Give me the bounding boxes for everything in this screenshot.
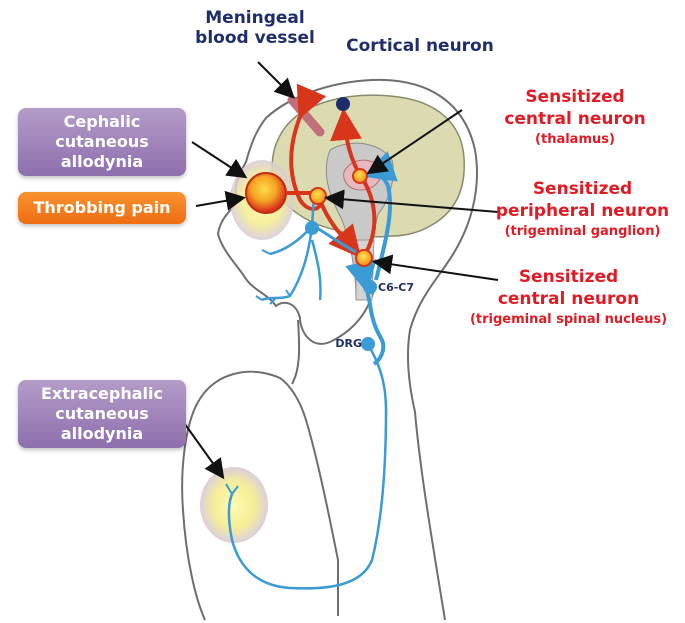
cortical-neuron-node: [336, 97, 350, 111]
drg-label: DRG: [326, 334, 362, 354]
cephalic-line2: cutaneous: [55, 132, 148, 152]
arrow-extracephalic: [182, 420, 222, 476]
c6c7-node: [363, 280, 377, 294]
peripheral-label-line2: peripheral neuron: [480, 200, 685, 222]
peripheral-label-line1: Sensitized: [480, 178, 685, 200]
trigeminal-blue-node: [305, 221, 319, 235]
spinal-label-line1: Sensitized: [452, 266, 685, 288]
arrow-cephalic: [192, 142, 244, 176]
extracephalic-line3: allodynia: [61, 424, 143, 444]
c6c7-label: C6-C7: [378, 278, 428, 298]
throbbing-pain-eye: [246, 173, 286, 213]
arrow-meningeal: [258, 62, 292, 96]
thalamus-label: Sensitized central neuron (thalamus): [470, 86, 680, 150]
peripheral-label-sub: (trigeminal ganglion): [480, 222, 685, 242]
drg-node: [361, 337, 375, 351]
thalamus-label-line2: central neuron: [470, 108, 680, 130]
cephalic-allodynia-box: Cephalic cutaneous allodynia: [18, 108, 186, 176]
thalamus-neuron-node: [353, 169, 367, 183]
throbbing-pain-box: Throbbing pain: [18, 192, 186, 224]
meningeal-label: Meningeal blood vessel: [180, 8, 330, 48]
thalamus-label-sub: (thalamus): [470, 130, 680, 150]
neck-outline: [292, 320, 299, 384]
extracephalic-line1: Extracephalic: [41, 384, 163, 404]
meningeal-label-line2: blood vessel: [180, 28, 330, 48]
extracephalic-allodynia-box: Extracephalic cutaneous allodynia: [18, 380, 186, 448]
spinal-label-sub: (trigeminal spinal nucleus): [452, 310, 685, 330]
extracephalic-line2: cutaneous: [55, 404, 148, 424]
cortical-neuron-label: Cortical neuron: [335, 36, 505, 56]
blue-pathway-face-branches: [256, 250, 290, 304]
spinal-neuron-node: [356, 250, 372, 266]
meningeal-label-line1: Meningeal: [180, 8, 330, 28]
thalamus-label-line1: Sensitized: [470, 86, 680, 108]
extracephalic-allodynia-area: [200, 467, 268, 543]
ganglion-neuron-node: [310, 188, 326, 204]
spinal-label-line2: central neuron: [452, 288, 685, 310]
cephalic-line3: allodynia: [61, 152, 143, 172]
blue-pathway-arm: [229, 344, 386, 588]
peripheral-label: Sensitized peripheral neuron (trigeminal…: [480, 178, 685, 242]
cephalic-line1: Cephalic: [64, 112, 141, 132]
spinal-label: Sensitized central neuron (trigeminal sp…: [452, 266, 685, 330]
